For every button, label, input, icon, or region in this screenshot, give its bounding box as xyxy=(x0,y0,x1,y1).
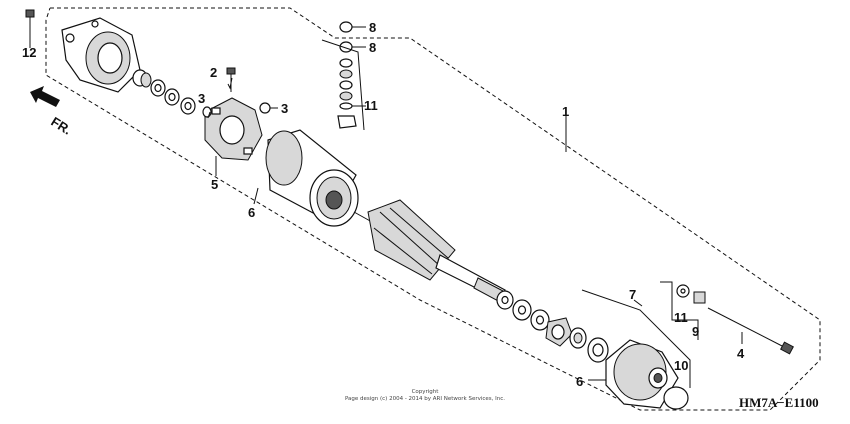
callout-6a: 6 xyxy=(248,205,255,220)
terminal-nut-stack xyxy=(337,21,357,129)
bracket-9-11 xyxy=(660,281,699,340)
front-direction-arrow-icon xyxy=(30,86,60,107)
small-nuts-3 xyxy=(202,102,271,118)
callout-6b: 6 xyxy=(576,374,583,389)
callout-8b: 8 xyxy=(369,40,376,55)
rear-washers xyxy=(150,79,196,115)
leader-3a xyxy=(207,111,211,119)
bolt-12 xyxy=(25,9,35,40)
diagram-code: HM7A−E1100 xyxy=(739,395,819,410)
o-ring xyxy=(663,386,689,410)
callout-11a: 11 xyxy=(364,98,378,113)
callout-5: 5 xyxy=(211,177,218,192)
nut-9 xyxy=(693,291,706,304)
through-bolt-4 xyxy=(707,307,794,355)
callout-4: 4 xyxy=(737,346,745,361)
armature xyxy=(353,199,506,303)
callout-3a: 3 xyxy=(198,91,205,106)
leader-2 xyxy=(227,77,233,90)
callout-11b: 11 xyxy=(674,310,688,325)
washer-11 xyxy=(676,284,690,298)
callout-3b: 3 xyxy=(281,101,288,116)
copyright-notice: Page design (c) 2004 - 2014 by ARI Netwo… xyxy=(345,396,505,402)
callout-10: 10 xyxy=(674,358,688,373)
yoke-housing xyxy=(265,129,359,227)
leader-6a xyxy=(253,187,259,205)
brush-holder xyxy=(204,97,263,161)
callout-7: 7 xyxy=(629,287,636,302)
terminal-screw-2 xyxy=(226,67,236,92)
bracket-8 xyxy=(321,39,365,131)
rear-bushing xyxy=(132,69,152,88)
armature-washers xyxy=(496,290,573,347)
assembly-boundary xyxy=(45,7,821,411)
callout-1: 1 xyxy=(562,104,569,119)
bracket-7 xyxy=(581,289,691,388)
callout-9: 9 xyxy=(692,324,699,339)
callout-12: 12 xyxy=(22,45,36,60)
rear-cover xyxy=(61,17,141,93)
front-direction-label: FR. xyxy=(48,114,74,138)
leader-7 xyxy=(633,299,643,307)
front-cover xyxy=(605,339,679,409)
seals-10 xyxy=(569,327,609,363)
copyright-title: Copyright xyxy=(412,389,440,395)
callout-8a: 8 xyxy=(369,20,376,35)
callout-2: 2 xyxy=(210,65,217,80)
